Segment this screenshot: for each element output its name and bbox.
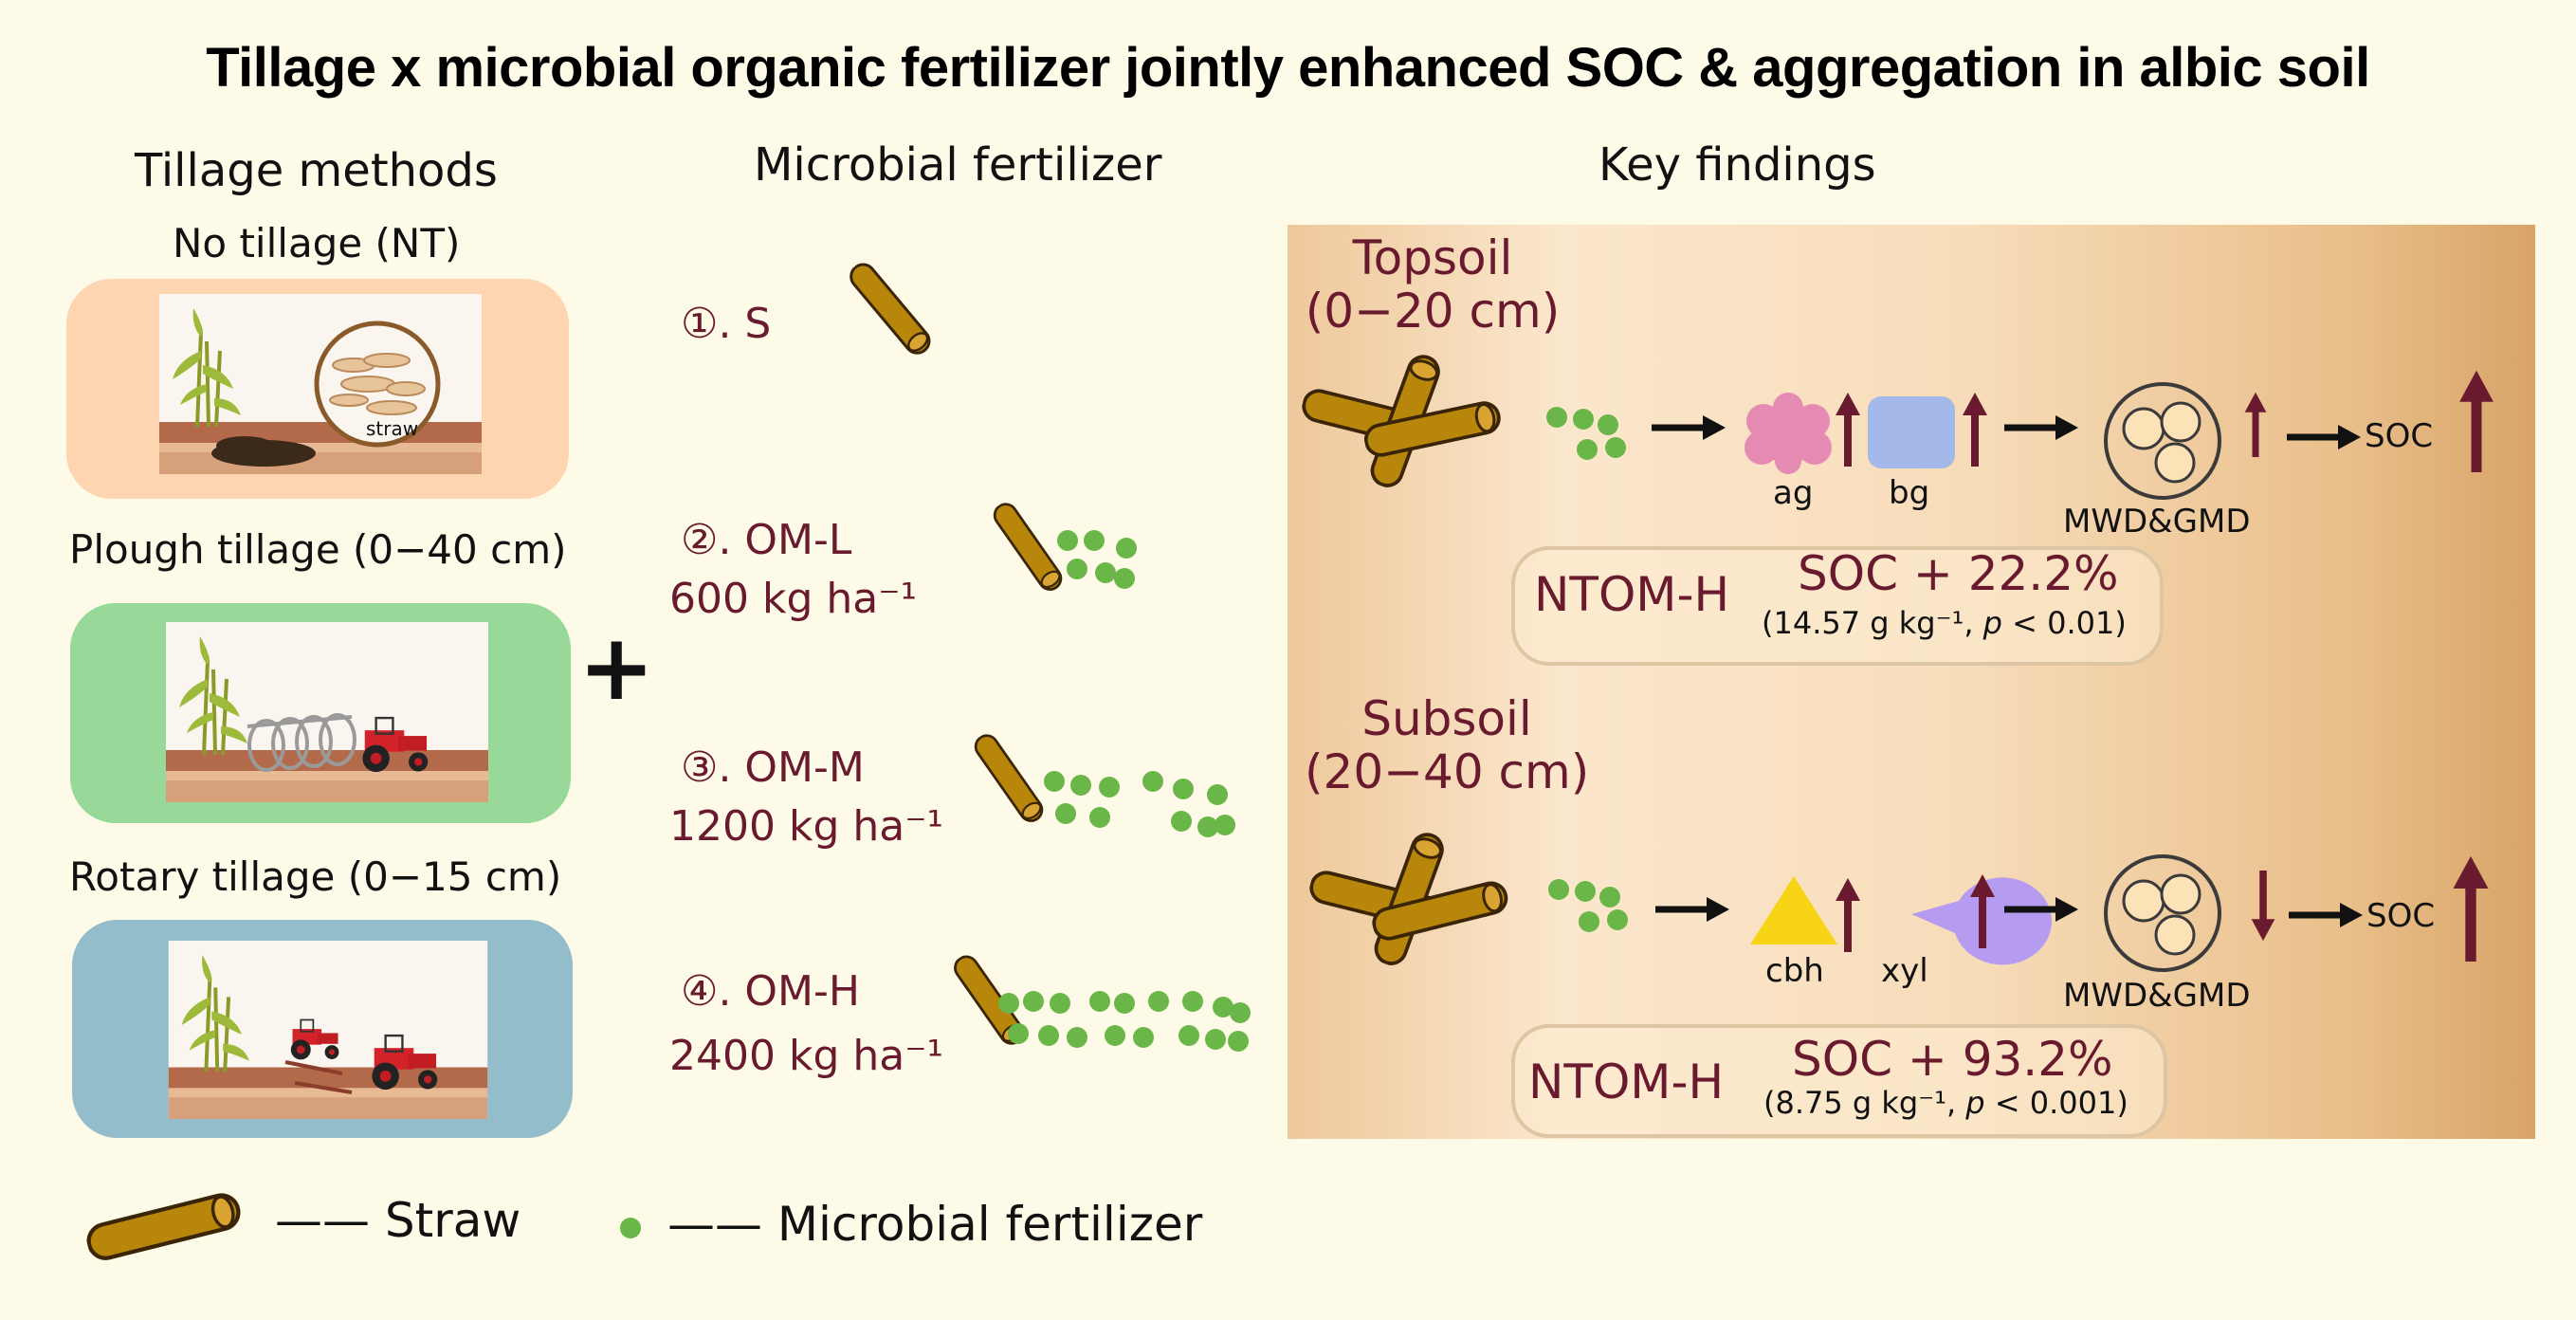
tillage-label-plough: Plough tillage (0−40 cm) [69, 526, 567, 573]
treatment-s-number: ① [681, 300, 719, 348]
plus-sign: + [578, 614, 655, 721]
treatment-omm-label: ③. OM-M [681, 740, 865, 797]
tillage-label-nt: No tillage (NT) [173, 220, 461, 266]
treatment-omh-code: . OM-H [718, 967, 860, 1016]
straw-bundle-icon [1298, 350, 1504, 492]
topsoil-result-box [1511, 546, 2164, 666]
arrow-right-icon [2004, 413, 2080, 442]
treatment-omm-number: ③ [681, 743, 719, 792]
topsoil-detail-text: (14.57 g kg⁻¹, [1762, 605, 1983, 641]
treatment-oml-rate: 600 kg ha⁻¹ [669, 575, 918, 623]
plough-tillage-scene-icon [162, 622, 492, 808]
aggregate-icon [2104, 382, 2221, 500]
treatment-oml-label: ②. OM-L [681, 512, 851, 569]
xyl-enzyme-icon [1911, 877, 2053, 965]
header-findings: Key findings [1599, 138, 1876, 192]
fertilizer-dots-icon [1546, 407, 1626, 460]
soc-increase-arrow-icon [2450, 853, 2492, 962]
treatment-oml-code: . OM-L [718, 516, 852, 564]
treatment-s-label: ①. S [681, 296, 771, 353]
plough-tillage-panel [70, 603, 571, 823]
aggregate-label: MWD&GMD [2063, 977, 2251, 1015]
increase-arrow-icon [1834, 876, 1862, 952]
treatment-omh-label: ④. OM-H [681, 963, 860, 1020]
tillage-label-rotary: Rotary tillage (0−15 cm) [69, 853, 562, 900]
arrow-right-icon [2289, 901, 2365, 929]
increase-arrow-icon [1961, 391, 1989, 467]
subsoil-detail-text: (8.75 g kg⁻¹, [1763, 1085, 1966, 1121]
topsoil-heading-line2: (0−20 cm) [1305, 284, 1561, 339]
subsoil-result-box [1511, 1024, 2167, 1138]
cbh-enzyme-icon [1750, 876, 1837, 944]
topsoil-heading-line1: Topsoil [1352, 230, 1513, 285]
subsoil-heading-line2: (20−40 cm) [1305, 744, 1590, 799]
soc-label: SOC [2365, 417, 2434, 455]
topsoil-treatment-label: NTOM-H [1534, 567, 1730, 622]
aggregate-label: MWD&GMD [2063, 503, 2251, 541]
rotary-tillage-scene-icon [162, 941, 494, 1119]
legend-straw-label: —— Straw [275, 1193, 521, 1248]
subsoil-p-symbol: p [1965, 1085, 1985, 1121]
treatment-s-code: . S [718, 300, 772, 348]
arrow-right-icon [2287, 423, 2363, 451]
xyl-label: xyl [1881, 952, 1928, 990]
topsoil-soc-result: SOC + 22.2% [1798, 546, 2119, 601]
header-fertilizer: Microbial fertilizer [754, 138, 1162, 192]
subsoil-p-value: < 0.001) [1984, 1085, 2128, 1121]
header-tillage: Tillage methods [135, 144, 498, 197]
key-findings-panel [1288, 225, 2535, 1139]
arrow-right-icon [2004, 895, 2080, 924]
figure-title: Tillage x microbial organic fertilizer j… [206, 37, 2370, 99]
treatment-omm-code: . OM-M [718, 743, 865, 792]
treatment-omh-number: ④ [681, 967, 719, 1016]
bg-label: bg [1889, 474, 1930, 512]
treatment-omh-rate: 2400 kg ha⁻¹ [669, 1032, 944, 1080]
subsoil-soc-result: SOC + 93.2% [1792, 1032, 2113, 1087]
arrow-right-icon [1652, 413, 1727, 442]
subsoil-treatment-label: NTOM-H [1528, 1054, 1725, 1109]
arrow-right-icon [1655, 895, 1731, 924]
legend-straw-icon [82, 1180, 252, 1274]
straw-icon [970, 729, 1048, 827]
straw-inset-label: straw [366, 417, 419, 440]
ag-enzyme-icon [1745, 393, 1832, 474]
treatment-oml-number: ② [681, 516, 719, 564]
soc-label: SOC [2366, 897, 2436, 935]
fertilizer-dots-icon [1548, 879, 1628, 932]
topsoil-heading: Topsoil (0−20 cm) [1305, 231, 1561, 338]
treatment-omm-rate: 1200 kg ha⁻¹ [669, 802, 944, 851]
increase-arrow-icon [1968, 872, 1997, 948]
topsoil-soc-detail: (14.57 g kg⁻¹, p < 0.01) [1762, 605, 2127, 641]
rotary-tillage-panel [72, 920, 573, 1138]
no-tillage-panel: straw [66, 279, 569, 499]
subsoil-heading-line1: Subsoil [1361, 691, 1532, 746]
bg-enzyme-icon [1868, 396, 1955, 468]
fertilizer-dots-icon [1057, 530, 1137, 589]
ag-label: ag [1773, 474, 1814, 512]
subsoil-soc-detail: (8.75 g kg⁻¹, p < 0.001) [1763, 1085, 2128, 1121]
soc-increase-arrow-icon [2456, 368, 2497, 472]
fertilizer-dots-icon [998, 991, 1251, 1052]
cbh-label: cbh [1765, 952, 1824, 990]
legend-fertilizer-label: —— Microbial fertilizer [667, 1197, 1203, 1252]
legend-fertilizer-dot-icon [620, 1218, 641, 1238]
straw-bundle-icon [1306, 828, 1511, 970]
decrease-arrow-icon [2249, 871, 2277, 943]
fertilizer-dots-icon [1044, 771, 1235, 837]
straw-icon [845, 258, 936, 359]
aggregate-icon [2104, 854, 2221, 972]
topsoil-p-value: < 0.01) [2001, 605, 2127, 641]
subsoil-heading: Subsoil (20−40 cm) [1305, 692, 1589, 798]
increase-arrow-icon [1834, 391, 1862, 467]
topsoil-p-symbol: p [1982, 605, 2002, 641]
increase-arrow-icon [2241, 391, 2270, 457]
no-tillage-scene-icon [159, 294, 482, 474]
